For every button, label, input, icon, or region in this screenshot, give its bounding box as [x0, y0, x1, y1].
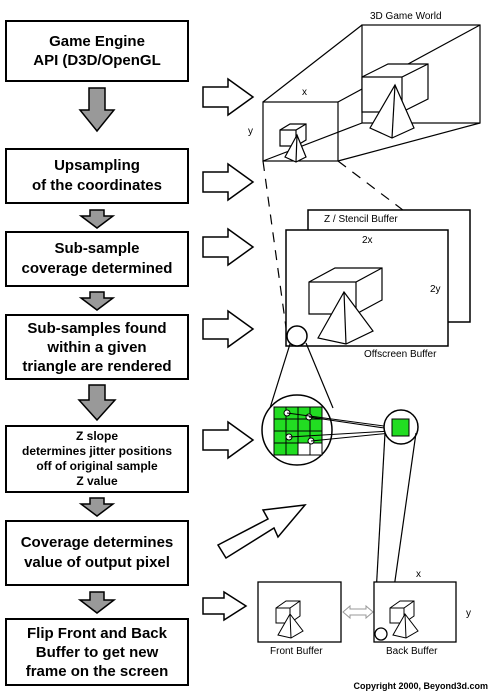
step-6-line-2: value of output pixel: [24, 554, 170, 571]
down-arrow-2: [78, 209, 116, 229]
copyright: Copyright 2000, Beyond3d.com: [353, 681, 488, 691]
step-1-line-2: API (D3D/OpenGL: [33, 52, 161, 69]
down-arrow-4: [77, 384, 117, 422]
down-arrow-6: [77, 591, 117, 614]
down-arrow-3: [78, 291, 116, 311]
game-world-scene: [262, 24, 481, 163]
back-buffer-label: Back Buffer: [386, 646, 438, 657]
projection-line-1: [262, 160, 289, 343]
step-7-line-3: frame on the screen: [25, 662, 169, 680]
step-subsamples-rendered: Sub-samples found within a given triangl…: [5, 314, 189, 380]
swap-arrow: [342, 604, 374, 620]
step-subsample-coverage: Sub-sample coverage determined: [5, 231, 189, 287]
right-arrow-1: [202, 77, 255, 117]
right-arrow-4: [202, 309, 255, 349]
right-arrow-5: [202, 420, 255, 460]
step-5-line-2: determines jitter positions: [21, 444, 173, 458]
step-2-line-1: Upsampling: [54, 157, 140, 174]
back-x-label: x: [416, 569, 421, 580]
offscreen-scene: [308, 267, 383, 345]
back-y-label: y: [466, 608, 471, 619]
step-4-line-3: triangle are rendered: [22, 357, 172, 375]
step-6-line-1: Coverage determines: [20, 534, 174, 551]
back-buffer-pixel: [374, 627, 388, 641]
step-5-line-1: Z slope: [75, 429, 118, 443]
step-game-engine: Game Engine API (D3D/OpenGL: [5, 20, 189, 82]
step-flip-buffers: Flip Front and Back Buffer to get new fr…: [5, 618, 189, 686]
step-z-slope: Z slope determines jitter positions off …: [5, 425, 189, 493]
step-3-line-1: Sub-sample: [54, 240, 140, 257]
step-1-line-1: Game Engine: [49, 33, 145, 50]
step-upsampling: Upsampling of the coordinates: [5, 148, 189, 204]
step-5-line-3: off of original sample: [36, 459, 158, 473]
right-arrow-3: [202, 227, 255, 267]
game-world-label: 3D Game World: [370, 11, 442, 22]
world-x-label: x: [302, 87, 307, 98]
step-coverage-output: Coverage determines value of output pixe…: [5, 520, 189, 586]
right-arrow-2: [202, 162, 255, 202]
output-pixel: [391, 418, 410, 437]
zbuffer-label: Z / Stencil Buffer: [324, 214, 398, 225]
world-y-label: y: [248, 126, 253, 137]
step-5-line-4: Z value: [76, 474, 118, 488]
step-4-line-1: Sub-samples found: [27, 319, 167, 337]
step-3-line-2: coverage determined: [21, 260, 173, 277]
step-2-line-2: of the coordinates: [31, 177, 162, 194]
step-4-line-2: within a given: [47, 338, 147, 356]
down-arrow-5: [78, 497, 116, 517]
offscreen-label: Offscreen Buffer: [364, 349, 437, 360]
step-7-line-1: Flip Front and Back: [26, 624, 167, 642]
down-arrow-1: [78, 87, 116, 133]
offscreen-2y-label: 2y: [430, 284, 441, 295]
diagonal-arrow: [216, 504, 307, 560]
offscreen-2x-label: 2x: [362, 235, 373, 246]
sample-circle: [286, 325, 308, 347]
right-arrow-6: [202, 590, 248, 622]
front-buffer-label: Front Buffer: [270, 646, 323, 657]
step-7-line-2: Buffer to get new: [35, 643, 159, 661]
